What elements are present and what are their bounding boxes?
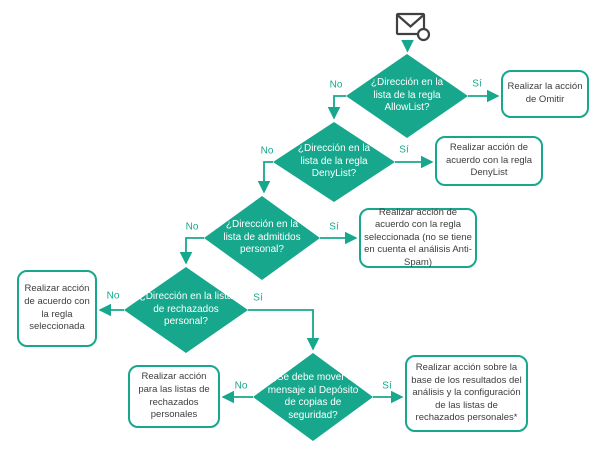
- branch-label-allowlist-yes: Sí: [472, 78, 482, 90]
- decision-denylist-shape: [273, 122, 395, 202]
- branch-label-denylist-yes: Sí: [399, 144, 409, 156]
- action-denylist-rule: Realizar acción de acuerdo con la regla …: [435, 136, 543, 186]
- decision-personal-allow-shape: [204, 196, 320, 280]
- action-analysis-results: Realizar acción sobre la base de los res…: [405, 355, 528, 432]
- decision-backup-storage-text: ¿Se debe mover el mensaje al Depósito de…: [267, 372, 359, 421]
- connector-denylist-no: [257, 161, 273, 194]
- decision-allowlist-text: ¿Dirección en la lista de la regla Allow…: [370, 77, 444, 114]
- branch-label-backup-yes: Sí: [382, 380, 392, 392]
- action-selected-rule: Realizar acción de acuerdo con la regla …: [17, 270, 97, 347]
- decision-denylist-text: ¿Dirección en la lista de la regla DenyL…: [297, 143, 371, 180]
- branch-label-personal-allow-no: No: [185, 221, 199, 233]
- decision-personal-deny-shape: [124, 267, 248, 353]
- decision-personal-allow-text: ¿Dirección en la lista de admitidos pers…: [223, 219, 301, 256]
- branch-label-personal-deny-yes: Sí: [253, 292, 263, 304]
- decision-personal-deny-text: ¿Dirección en la lista de rechazados per…: [139, 291, 233, 328]
- connector-personal-allow-no: [179, 237, 204, 265]
- action-skip: Realizar la acción de Omitir: [501, 70, 589, 118]
- email-message-icon: [395, 12, 431, 42]
- branch-label-denylist-no: No: [260, 145, 274, 157]
- decision-allowlist-shape: [346, 54, 468, 138]
- branch-label-backup-no: No: [234, 380, 248, 392]
- decision-backup-storage-shape: [253, 353, 373, 441]
- action-personal-denylist: Realizar acción para las listas de recha…: [128, 365, 220, 428]
- branch-label-personal-deny-no: No: [106, 290, 120, 302]
- branch-label-allowlist-no: No: [329, 79, 343, 91]
- action-selected-rule-no-antispam: Realizar acción de acuerdo con la regla …: [359, 207, 477, 268]
- connector-allowlist-no: [327, 95, 346, 120]
- connector-personal-deny-yes: [248, 309, 320, 351]
- branch-label-personal-allow-yes: Sí: [329, 221, 339, 233]
